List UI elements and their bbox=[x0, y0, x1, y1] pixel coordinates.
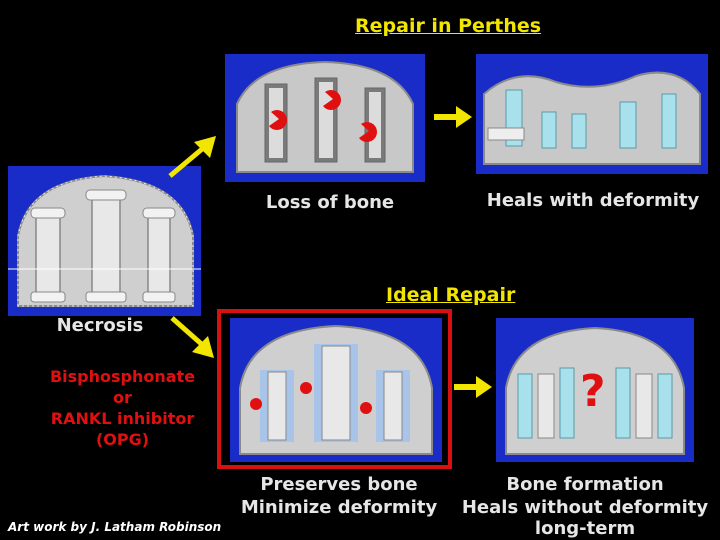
arrow-necrosis-to-loss bbox=[164, 132, 224, 182]
preserves-bone-caption-line2: Minimize deformity bbox=[234, 497, 444, 519]
rankl-inhibitor-label: RANKL inhibitor bbox=[30, 408, 215, 429]
heals-with-deformity-caption: Heals with deformity bbox=[478, 190, 708, 212]
bisphosphonate-label: Bisphosphonate bbox=[30, 366, 215, 387]
ideal-repair-title: Ideal Repair bbox=[386, 284, 515, 306]
loss-of-bone-panel bbox=[225, 54, 425, 182]
or-label: or bbox=[30, 387, 215, 408]
arrow-necrosis-to-ideal bbox=[166, 312, 220, 362]
bone-formation-caption-line3: long-term bbox=[470, 518, 700, 540]
opg-label: (OPG) bbox=[30, 429, 215, 450]
repair-in-perthes-title: Repair in Perthes bbox=[355, 15, 541, 37]
artwork-credit: Art work by J. Latham Robinson bbox=[8, 520, 221, 534]
necrosis-panel bbox=[8, 166, 201, 316]
heals-with-deformity-panel bbox=[476, 54, 708, 174]
preserves-bone-caption-line1: Preserves bone bbox=[234, 474, 444, 496]
bone-formation-caption-line2: Heals without deformity bbox=[456, 497, 714, 519]
necrosis-illustration bbox=[8, 166, 201, 316]
loss-of-bone-illustration bbox=[225, 54, 425, 182]
osteoclast-inhibited-2 bbox=[300, 382, 312, 394]
arrow-preserves-to-formation bbox=[452, 372, 496, 402]
necrosis-caption: Necrosis bbox=[40, 315, 160, 337]
bone-formation-caption-line1: Bone formation bbox=[470, 474, 700, 496]
osteoclast-inhibited-1 bbox=[250, 398, 262, 410]
question-mark: ? bbox=[580, 370, 606, 414]
arrow-loss-to-heals bbox=[432, 102, 476, 132]
heals-with-deformity-illustration bbox=[476, 54, 708, 174]
osteoclast-inhibited-3 bbox=[360, 402, 372, 414]
preserves-bone-illustration bbox=[230, 318, 442, 462]
loss-of-bone-caption: Loss of bone bbox=[250, 192, 410, 214]
preserves-bone-panel bbox=[230, 318, 442, 462]
